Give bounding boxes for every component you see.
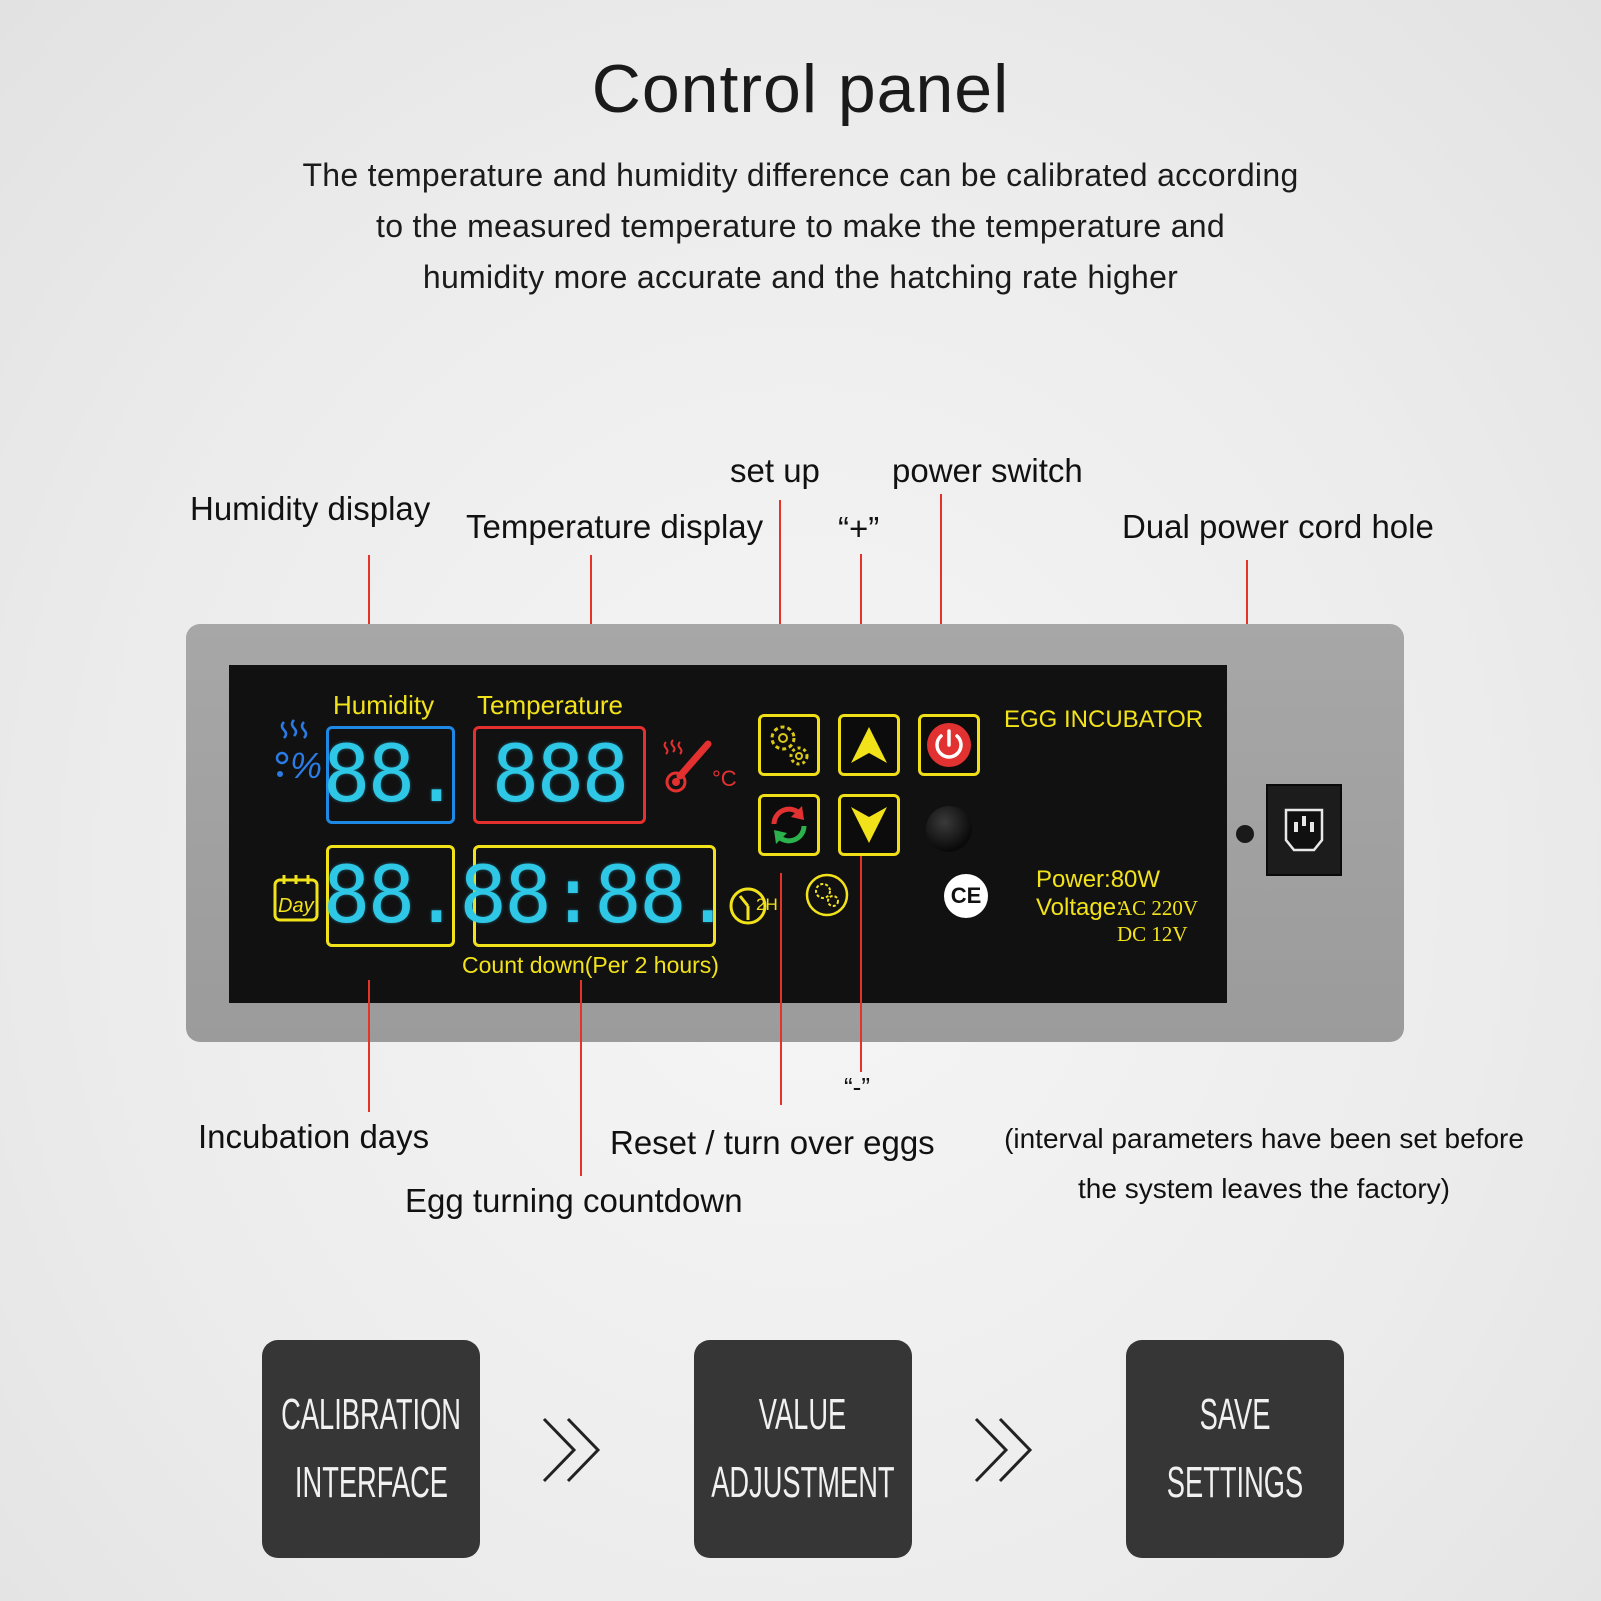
step-label-line: SAVE	[1199, 1390, 1271, 1439]
chevron-double-right-icon	[974, 1417, 1033, 1483]
humidity-label: Humidity	[333, 690, 435, 720]
calendar-icon: Day	[273, 875, 319, 922]
subtitle-line: The temperature and humidity difference …	[302, 157, 1299, 193]
leader-line-humidity	[368, 555, 370, 685]
indicator-led-icon	[926, 806, 972, 852]
brand-label: EGG INCUBATOR	[1004, 706, 1204, 733]
leader-line-minus	[860, 856, 862, 1072]
callout-minus: “-”	[844, 1072, 870, 1102]
step-save-settings: SAVE SETTINGS	[1126, 1340, 1344, 1558]
refresh-icon	[771, 806, 807, 844]
power-socket	[1266, 784, 1342, 876]
countdown-digit-display: 88:88.	[460, 845, 731, 947]
setup-button[interactable]	[758, 714, 820, 776]
power-socket-icon	[1284, 808, 1324, 852]
day-icon-text: Day	[278, 895, 315, 917]
down-arrow-icon	[851, 807, 887, 843]
step-label-line: VALUE	[759, 1390, 847, 1439]
callout-incubation-days: Incubation days	[198, 1118, 430, 1155]
temperature-label: Temperature	[477, 690, 623, 720]
voltage-ac: AC 220V	[1117, 896, 1199, 920]
callout-power-switch: power switch	[892, 452, 1083, 489]
days-digit-display: 88.	[323, 845, 460, 947]
callout-dual-power-cord-hole: Dual power cord hole	[1122, 508, 1434, 545]
voltage-dc: DC 12V	[1117, 922, 1188, 946]
step-value-adjustment: VALUE ADJUSTMENT	[694, 1340, 912, 1558]
step-label-line: CALIBRATION	[281, 1390, 461, 1439]
chevron-double-right-icon	[542, 1417, 601, 1483]
callout-reset-turn-over-eggs: Reset / turn over eggs	[610, 1124, 935, 1161]
plus-button[interactable]	[838, 714, 900, 776]
factory-note: (interval parameters have been set befor…	[974, 1114, 1554, 1214]
svg-text:%: %	[290, 745, 322, 784]
power-spec: Power:80W	[1036, 866, 1161, 893]
cord-hole-dot	[1236, 825, 1254, 843]
step-calibration-interface: CALIBRATION INTERFACE	[262, 1340, 480, 1558]
humidity-digit-display: 88.	[323, 726, 460, 824]
leader-line-set-up	[779, 500, 781, 685]
temperature-digit-display: 888	[473, 726, 646, 824]
countdown-label: Count down(Per 2 hours)	[462, 952, 719, 978]
factory-note-line: (interval parameters have been set befor…	[1004, 1123, 1524, 1154]
minus-button[interactable]	[838, 794, 900, 856]
callout-temperature-display: Temperature display	[466, 508, 764, 545]
leader-line-incubation-days	[368, 980, 370, 1112]
callout-egg-turning-countdown: Egg turning countdown	[405, 1182, 743, 1219]
leader-line-egg-turning	[580, 980, 582, 1176]
up-arrow-icon	[851, 727, 887, 763]
power-button[interactable]	[918, 714, 980, 776]
timer-icon: 2H	[729, 887, 778, 925]
step-label-line: SETTINGS	[1166, 1458, 1304, 1507]
gear-icon	[770, 725, 809, 766]
step-label-line: ADJUSTMENT	[711, 1458, 895, 1507]
leader-line-plus	[860, 554, 862, 684]
humidity-icon: %	[275, 719, 322, 784]
callout-humidity-display: Humidity display	[190, 490, 431, 527]
callout-set-up: set up	[730, 452, 820, 489]
thermometer-icon: °C	[663, 739, 737, 793]
power-icon	[927, 723, 971, 767]
timer-icon-text: 2H	[756, 895, 778, 914]
leader-line-reset	[780, 873, 782, 1105]
leader-line-power-switch	[940, 494, 942, 684]
page-subtitle: The temperature and humidity difference …	[200, 150, 1401, 303]
celsius-label: °C	[712, 766, 737, 791]
reset-turn-eggs-button[interactable]	[758, 794, 820, 856]
ce-mark: CE	[944, 874, 988, 918]
voltage-label: Voltage:	[1036, 894, 1123, 921]
step-label-line: INTERFACE	[294, 1458, 448, 1507]
callout-plus: “+”	[838, 510, 880, 547]
subtitle-line: humidity more accurate and the hatching …	[422, 259, 1179, 295]
gear-icon	[805, 873, 849, 917]
page-title: Control panel	[591, 51, 1010, 127]
factory-note-line: the system leaves the factory)	[1078, 1173, 1450, 1204]
leader-line-temperature	[590, 555, 592, 685]
subtitle-line: to the measured temperature to make the …	[376, 208, 1225, 244]
